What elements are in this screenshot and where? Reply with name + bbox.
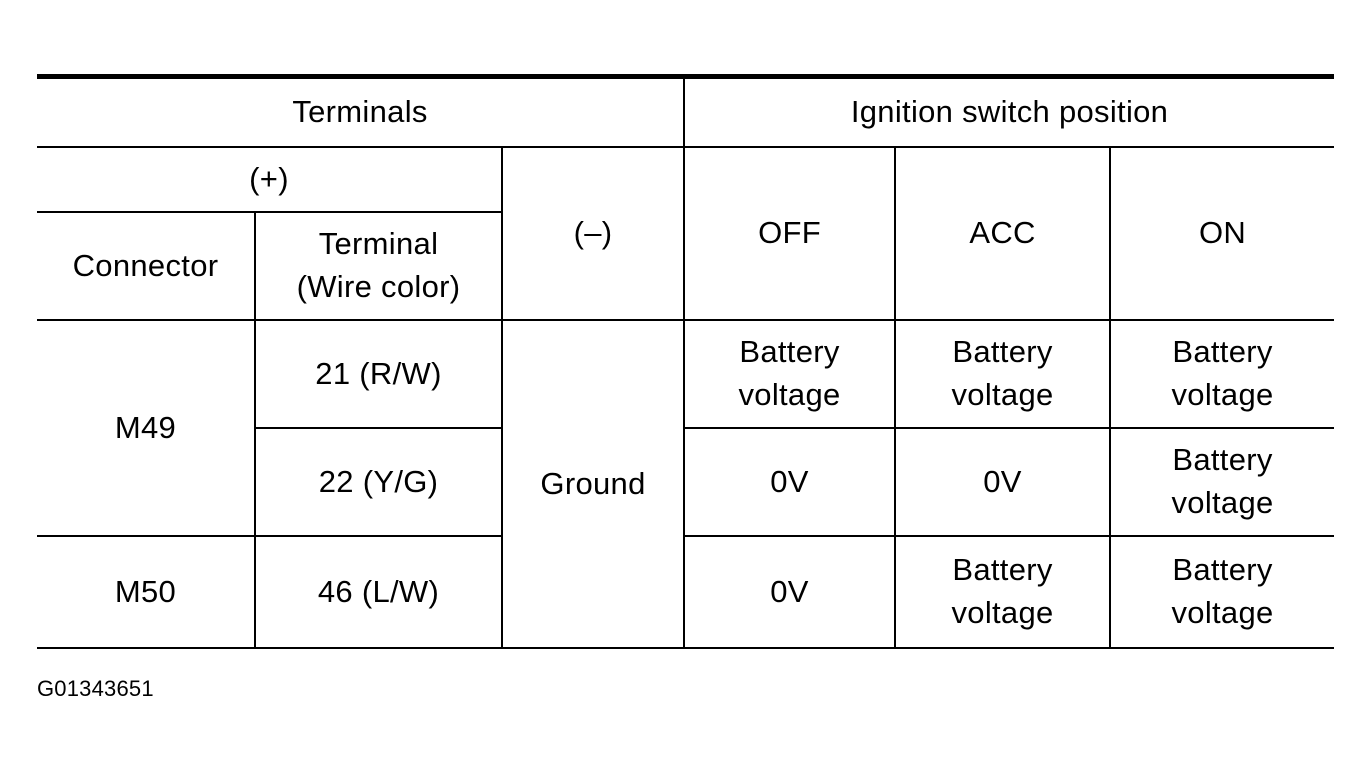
plus-header: (+) xyxy=(37,146,503,213)
acc-value-cell: Battery voltage xyxy=(894,319,1112,429)
ignition-switch-position-header: Ignition switch position xyxy=(683,79,1335,148)
minus-header: (–) xyxy=(500,146,686,321)
terminal-cell: 21 (R/W) xyxy=(254,319,503,429)
figure-id: G01343651 xyxy=(37,676,154,701)
acc-header: ACC xyxy=(894,146,1112,321)
terminals-header: Terminals xyxy=(37,79,686,148)
on-header: ON xyxy=(1109,146,1335,321)
acc-value-cell: 0V xyxy=(894,427,1112,537)
ground-cell: Ground xyxy=(500,319,686,649)
connector-cell: M49 xyxy=(37,319,256,537)
connector-header: Connector xyxy=(37,211,256,321)
on-value-cell: Battery voltage xyxy=(1109,535,1335,649)
top-rule xyxy=(37,74,1334,79)
on-value-cell: Battery voltage xyxy=(1109,427,1335,537)
off-value-cell: Battery voltage xyxy=(683,319,897,429)
acc-value-cell: Battery voltage xyxy=(894,535,1112,649)
on-value-cell: Battery voltage xyxy=(1109,319,1335,429)
terminal-cell: 46 (L/W) xyxy=(254,535,503,649)
terminal-wire-color-header: Terminal (Wire color) xyxy=(254,211,503,321)
terminal-voltage-table: Terminals Ignition switch position (+) (… xyxy=(37,79,1335,649)
off-value-cell: 0V xyxy=(683,535,897,649)
table-row: M49 21 (R/W) Ground Battery voltage Batt… xyxy=(37,319,1335,649)
table-row: 22 (Y/G) 0V 0V Battery voltage xyxy=(37,427,1335,537)
off-header: OFF xyxy=(683,146,897,321)
terminal-cell: 22 (Y/G) xyxy=(254,427,503,537)
connector-cell: M50 xyxy=(37,535,256,649)
off-value-cell: 0V xyxy=(683,427,897,537)
table-row: M50 46 (L/W) 0V Battery voltage Battery … xyxy=(37,535,1335,649)
